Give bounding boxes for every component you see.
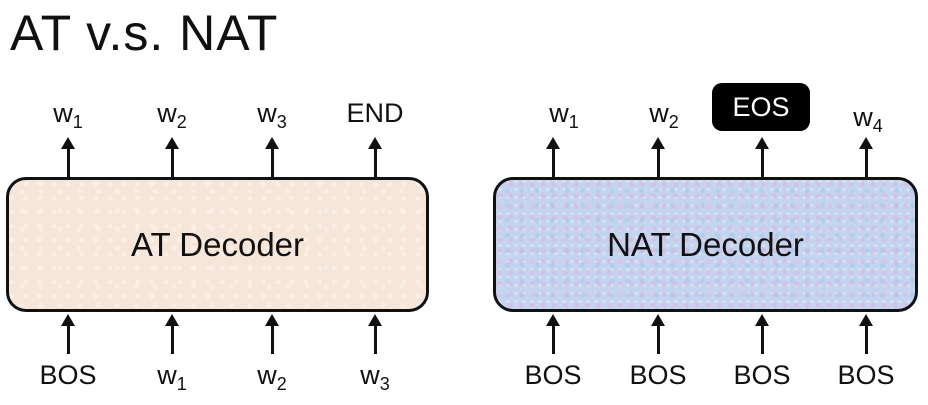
at-input-arrow-3 xyxy=(265,314,279,354)
nat-output-arrow-1 xyxy=(546,137,560,177)
page-title: AT v.s. NAT xyxy=(10,5,279,61)
nat-input-arrow-1 xyxy=(546,314,560,354)
nat-input-2: BOS xyxy=(629,360,687,390)
at-output-arrow-4 xyxy=(368,137,382,177)
nat-output-arrow-4 xyxy=(859,137,873,177)
nat-decoder-label: NAT Decoder xyxy=(607,225,804,263)
nat-input-arrow-3 xyxy=(755,314,769,354)
nat-decoder-box: NAT Decoder xyxy=(493,177,918,312)
at-output-arrow-1 xyxy=(61,137,75,177)
at-input-4: w3 xyxy=(360,360,390,394)
nat-output-eos-badge: EOS xyxy=(712,83,810,131)
nat-input-3: BOS xyxy=(733,360,791,390)
nat-output-arrow-3 xyxy=(755,137,769,177)
nat-input-1: BOS xyxy=(524,360,582,390)
at-input-arrow-4 xyxy=(368,314,382,354)
nat-input-arrow-2 xyxy=(651,314,665,354)
at-output-1: w1 xyxy=(53,98,83,132)
at-decoder-label: AT Decoder xyxy=(130,225,305,263)
at-input-3: w2 xyxy=(257,360,287,394)
nat-output-1: w1 xyxy=(549,98,579,132)
at-input-1: BOS xyxy=(39,360,97,390)
nat-output-4: w4 xyxy=(853,102,883,136)
nat-output-2: w2 xyxy=(649,98,679,132)
at-output-arrow-2 xyxy=(165,137,179,177)
at-output-arrow-3 xyxy=(265,137,279,177)
nat-output-arrow-2 xyxy=(651,137,665,177)
nat-input-arrow-4 xyxy=(859,314,873,354)
nat-input-4: BOS xyxy=(837,360,895,390)
at-output-3: w3 xyxy=(257,98,287,132)
at-output-4: END xyxy=(346,98,404,128)
at-input-arrow-1 xyxy=(61,314,75,354)
at-input-arrow-2 xyxy=(165,314,179,354)
at-output-2: w2 xyxy=(157,98,187,132)
at-decoder-box: AT Decoder xyxy=(6,177,429,312)
at-input-2: w1 xyxy=(157,360,187,394)
